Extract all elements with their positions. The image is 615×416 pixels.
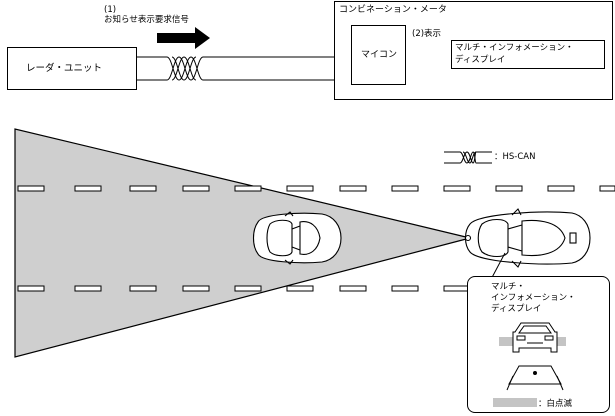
preceding-vehicle <box>252 211 342 265</box>
can-harness-top <box>136 56 334 81</box>
microcomputer-label: マイコン <box>361 50 398 60</box>
multi-info-display-box <box>451 40 605 69</box>
radar-detection-area <box>14 128 471 358</box>
preceding-vehicle-rear-icon <box>512 322 558 353</box>
multi-info-display-line1: マルチ・インフォメーション・ <box>455 43 574 53</box>
hs-can-legend-label: ：HS-CAN <box>494 152 536 162</box>
multi-info-display-line2: ディスプレイ <box>455 55 506 65</box>
signal-arrow-icon <box>157 27 210 49</box>
microcomputer-box <box>351 25 406 85</box>
radar-unit-label: レーダ・ユニット <box>26 63 103 74</box>
hs-can-legend-icon <box>444 151 492 164</box>
combination-meter-title: コンビネーション・メータ <box>339 5 447 15</box>
display-illustration <box>493 322 566 407</box>
radar-unit-box <box>7 47 137 90</box>
own-vehicle <box>464 208 591 268</box>
signal-step1-label: お知らせ表示要求信号 <box>104 15 189 25</box>
display-callout-line2: インフォメーション・ <box>491 293 576 303</box>
display-callout-line3: ディスプレイ <box>491 304 542 314</box>
own-vehicle-lane-icon <box>506 365 564 391</box>
blink-legend-swatch <box>493 398 537 407</box>
display-callout-line1: マルチ・ <box>491 282 526 292</box>
lane-markings-lower <box>17 285 471 292</box>
lane-markings-upper <box>17 185 615 192</box>
blink-legend-label: ：白点滅 <box>538 399 573 409</box>
display-step2-label: (2)表示 <box>412 29 442 39</box>
signal-step1-number: (1) <box>104 5 117 15</box>
